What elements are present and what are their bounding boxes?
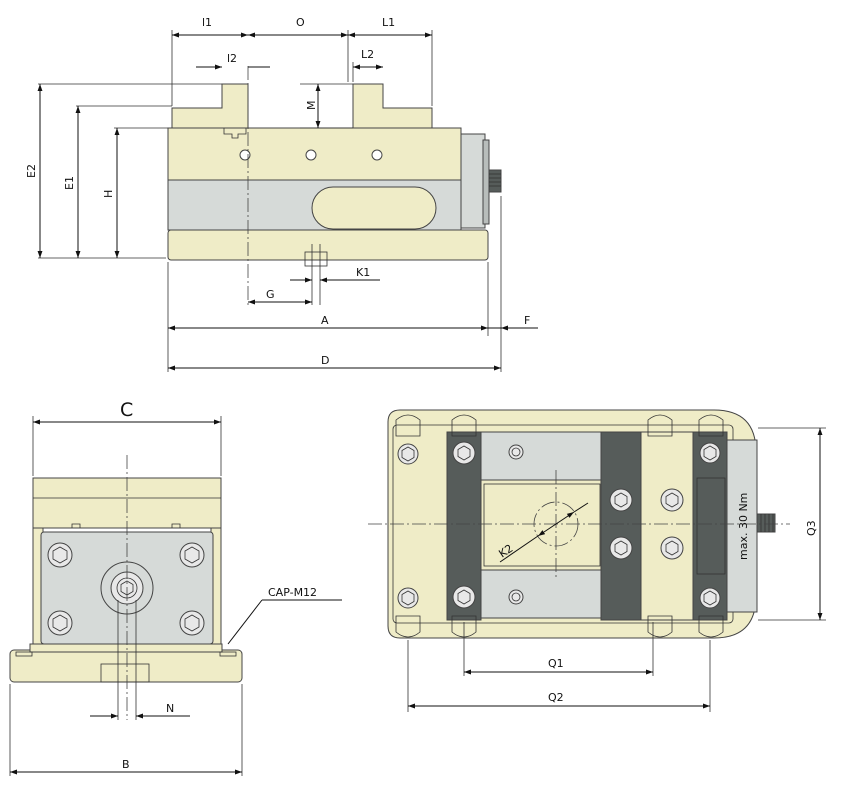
top-middle-jaw (600, 431, 642, 621)
label-k1: K1 (356, 266, 370, 279)
top-view: K2 max. 30 Nm Q3 Q1 Q2 (368, 409, 826, 712)
left-jaw (171, 83, 249, 131)
label-e2: E2 (25, 164, 38, 178)
right-jaw (352, 83, 433, 131)
label-m: M (305, 101, 318, 111)
label-e1: E1 (63, 176, 76, 190)
top-spindle-housing (726, 439, 758, 613)
front-base (9, 649, 243, 683)
front-view: C CAP-M12 N B (9, 399, 342, 776)
label-L1: L1 (382, 16, 395, 29)
base-plate (167, 229, 489, 261)
label-c: C (120, 399, 133, 421)
end-block (460, 133, 486, 229)
label-l2: l2 (227, 52, 237, 65)
label-L2: L2 (361, 48, 374, 61)
label-l1: l1 (202, 16, 212, 29)
label-n: N (166, 702, 174, 715)
label-f: F (524, 314, 530, 327)
label-torque: max. 30 Nm (737, 493, 750, 560)
side-view: l1 O L1 l2 L2 M E2 E1 H K1 G A F D (25, 16, 538, 372)
label-cap: CAP-M12 (268, 586, 317, 599)
label-b: B (122, 758, 130, 771)
label-a: A (321, 314, 329, 327)
label-g: G (266, 288, 275, 301)
spindle-knob (488, 169, 502, 193)
label-q1: Q1 (548, 657, 564, 670)
label-q2: Q2 (548, 691, 564, 704)
spindle-housing (482, 139, 490, 225)
slot-oval (311, 186, 437, 230)
label-d: D (321, 354, 329, 367)
label-q3: Q3 (805, 520, 818, 536)
label-h: H (102, 190, 115, 198)
label-o: O (296, 16, 305, 29)
